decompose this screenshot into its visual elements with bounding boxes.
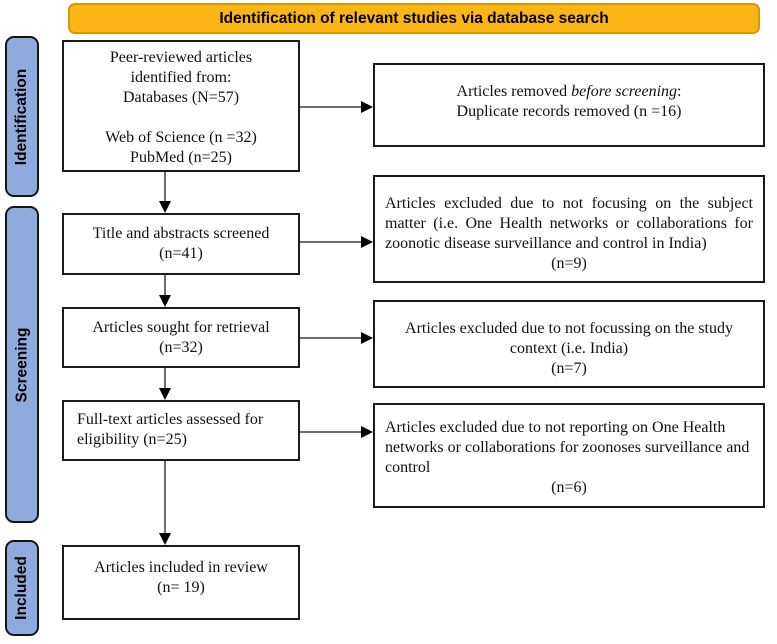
arrowhead-down-icon xyxy=(159,533,171,545)
banner-title: Identification of relevant studies via d… xyxy=(219,9,609,27)
box-excluded-subject-matter-text: Articles excluded due to not focusing on… xyxy=(385,195,753,252)
box-title-abstract-screened: Title and abstracts screened (n=41) xyxy=(62,213,300,275)
arrowhead-right-icon xyxy=(361,101,373,113)
box-records-identified-line xyxy=(64,108,298,128)
removed-line1-italic: before screening xyxy=(571,83,678,100)
box-excluded-study-context-text: Articles excluded due to not focussing o… xyxy=(405,320,733,357)
arrow-line xyxy=(164,275,166,295)
box-records-identified-line: identified from: xyxy=(130,69,232,86)
box-sought-retrieval-line: Articles sought for retrieval xyxy=(92,319,270,336)
arrow-line xyxy=(300,241,361,243)
box-sought-retrieval-line: (n=32) xyxy=(159,339,203,356)
arrowhead-right-icon xyxy=(361,332,373,344)
box-removed-before-screening-line2: Duplicate records removed (n =16) xyxy=(456,103,682,120)
box-records-identified-line: Databases (N=57) xyxy=(122,89,240,106)
stage-label-screening-text: Screening xyxy=(13,327,31,402)
arrowhead-down-icon xyxy=(159,295,171,307)
box-title-abstract-screened-line: (n=41) xyxy=(159,245,203,262)
arrow-line xyxy=(164,368,166,388)
box-included-review-line: (n= 19) xyxy=(157,579,205,596)
box-title-abstract-screened-line: Title and abstracts screened xyxy=(92,225,270,242)
box-excluded-study-context: Articles excluded due to not focussing o… xyxy=(373,300,765,388)
arrowhead-right-icon xyxy=(361,236,373,248)
arrow-line xyxy=(300,106,361,108)
stage-label-screening: Screening xyxy=(5,206,39,523)
box-records-identified-line: Peer-reviewed articles xyxy=(109,49,253,66)
box-excluded-subject-matter: Articles excluded due to not focusing on… xyxy=(373,175,765,283)
box-included-review: Articles included in review (n= 19) xyxy=(62,545,300,620)
box-records-identified: Peer-reviewed articles identified from: … xyxy=(62,40,300,172)
arrowhead-down-icon xyxy=(159,201,171,213)
box-records-identified-line: PubMed (n=25) xyxy=(130,149,232,166)
box-removed-before-screening: Articles removed before screening: Dupli… xyxy=(373,63,765,147)
box-excluded-subject-matter-count: (n=9) xyxy=(551,255,587,272)
arrowhead-down-icon xyxy=(159,388,171,400)
stage-label-included: Included xyxy=(5,540,39,636)
box-fulltext-assessed-line: eligibility (n=25) xyxy=(77,431,187,448)
box-removed-before-screening-line1: Articles removed before screening: xyxy=(375,82,763,102)
box-excluded-not-reporting: Articles excluded due to not reporting o… xyxy=(373,403,765,508)
box-sought-retrieval: Articles sought for retrieval (n=32) xyxy=(62,307,300,368)
banner: Identification of relevant studies via d… xyxy=(68,3,760,34)
stage-label-identification: Identification xyxy=(5,36,39,197)
box-records-identified-line: Web of Science (n =32) xyxy=(105,129,257,146)
box-fulltext-assessed-line: Full-text articles assessed for xyxy=(77,411,264,428)
box-excluded-study-context-count: (n=7) xyxy=(551,360,587,377)
arrow-line xyxy=(164,461,166,533)
arrow-line xyxy=(300,431,361,433)
arrowhead-right-icon xyxy=(361,426,373,438)
stage-label-identification-text: Identification xyxy=(13,68,31,165)
box-excluded-not-reporting-count: (n=6) xyxy=(551,479,587,496)
box-fulltext-assessed: Full-text articles assessed for eligibil… xyxy=(62,400,300,461)
box-included-review-line: Articles included in review xyxy=(94,559,268,576)
box-excluded-not-reporting-text: Articles excluded due to not reporting o… xyxy=(385,419,750,476)
removed-line1-prefix: Articles removed xyxy=(456,83,572,100)
arrow-line xyxy=(164,172,166,201)
arrow-line xyxy=(300,337,361,339)
stage-label-included-text: Included xyxy=(13,556,31,620)
removed-line1-suffix: : xyxy=(677,83,682,100)
